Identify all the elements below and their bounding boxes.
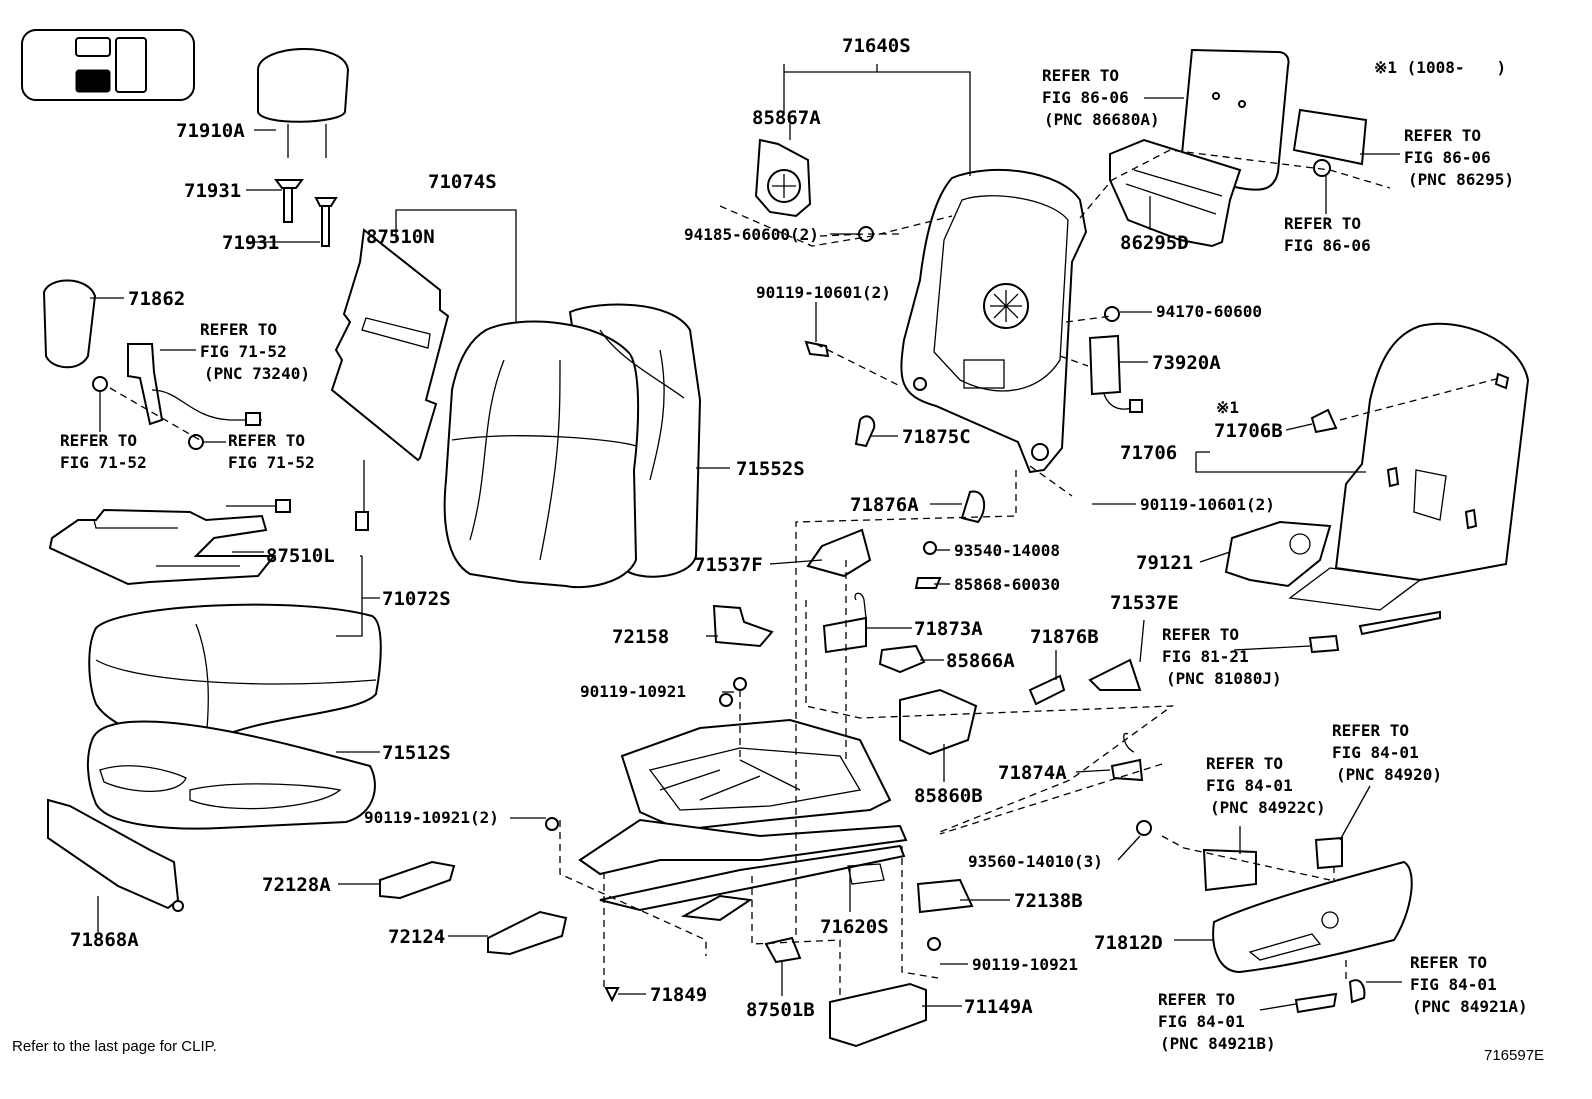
label-refer-to: REFER TO	[1410, 953, 1487, 972]
label-pnc-86295: (PNC 86295)	[1408, 170, 1514, 189]
label-94170-60600: 94170-60600	[1156, 302, 1262, 321]
label-71931-b: 71931	[222, 232, 279, 254]
label-refer-to: REFER TO	[200, 320, 277, 339]
label-90119-10921-2: 90119-10921(2)	[364, 808, 499, 827]
label-71931-a: 71931	[184, 180, 241, 202]
label-pnc-81080J: (PNC 81080J)	[1166, 669, 1282, 688]
label-71862: 71862	[128, 288, 185, 310]
label-pnc-86680A: (PNC 86680A)	[1044, 110, 1160, 129]
label-refer-to: REFER TO	[1332, 721, 1409, 740]
label-71552S: 71552S	[736, 458, 805, 480]
seatback-frame-drawing	[754, 138, 1088, 474]
label-pnc-84921A: (PNC 84921A)	[1412, 997, 1528, 1016]
label-71537F: 71537F	[694, 554, 763, 576]
label-85867A: 85867A	[752, 107, 821, 129]
label-90119-10921-b: 90119-10921	[972, 955, 1078, 974]
label-72158: 72158	[612, 626, 669, 648]
label-71706B: 71706B	[1214, 420, 1283, 442]
label-71874A: 71874A	[998, 762, 1067, 784]
label-71812D: 71812D	[1094, 932, 1163, 954]
label-fig-84-01: FIG 84-01	[1158, 1012, 1245, 1031]
label-fig-86-06: FIG 86-06	[1284, 236, 1371, 255]
label-71072S: 71072S	[382, 588, 451, 610]
label-fig-84-01: FIG 84-01	[1332, 743, 1419, 762]
label-90119-10921: 90119-10921	[580, 682, 686, 701]
label-refer-to: REFER TO	[228, 431, 305, 450]
label-72138B: 72138B	[1014, 890, 1083, 912]
label-fig-86-06: FIG 86-06	[1042, 88, 1129, 107]
label-71910A: 71910A	[176, 120, 245, 142]
label-refer-to: REFER TO	[1404, 126, 1481, 145]
label-93540-14008: 93540-14008	[954, 541, 1060, 560]
label-71620S: 71620S	[820, 916, 889, 938]
label-87510N: 87510N	[366, 226, 435, 248]
label-refer-to: REFER TO	[1206, 754, 1283, 773]
label-73920A: 73920A	[1152, 352, 1221, 374]
label-93560-14010: 93560-14010(3)	[968, 852, 1103, 871]
label-71512S: 71512S	[382, 742, 451, 764]
illustration-id: 716597E	[1484, 1047, 1544, 1064]
label-71640S: 71640S	[842, 35, 911, 57]
label-pnc-73240: (PNC 73240)	[204, 364, 310, 383]
range-note: ※1 (1008- )	[1374, 58, 1506, 77]
seat-position-indicator	[21, 29, 195, 101]
label-85866A: 85866A	[946, 650, 1015, 672]
label-fig-71-52: FIG 71-52	[60, 453, 147, 472]
seat-cushion-drawing	[47, 603, 382, 912]
label-86295D: 86295D	[1120, 232, 1189, 254]
seat-frame-drawing	[379, 490, 1413, 1048]
label-71875C: 71875C	[902, 426, 971, 448]
label-fig-81-21: FIG 81-21	[1162, 647, 1249, 666]
left-parts-drawing	[42, 279, 291, 586]
label-pnc-84921B: (PNC 84921B)	[1160, 1034, 1276, 1053]
label-71876B: 71876B	[1030, 626, 1099, 648]
label-90119-10601: 90119-10601(2)	[756, 283, 891, 302]
label-72124: 72124	[388, 926, 445, 948]
label-71873A: 71873A	[914, 618, 983, 640]
label-87501B: 87501B	[746, 999, 815, 1021]
back-panel-drawing	[1224, 322, 1530, 654]
headrest-drawing	[257, 48, 350, 247]
label-85868-60030: 85868-60030	[954, 575, 1060, 594]
label-71074S: 71074S	[428, 171, 497, 193]
label-71537E: 71537E	[1110, 592, 1179, 614]
label-mark-1: ※1	[1216, 398, 1239, 417]
label-71849: 71849	[650, 984, 707, 1006]
label-71876A: 71876A	[850, 494, 919, 516]
label-pnc-84922C: (PNC 84922C)	[1210, 798, 1326, 817]
footer-note: Refer to the last page for CLIP.	[12, 1038, 217, 1055]
label-71868A: 71868A	[70, 929, 139, 951]
label-87510L: 87510L	[266, 545, 335, 567]
back-pad-drawing	[330, 228, 450, 531]
label-71706: 71706	[1120, 442, 1177, 464]
label-72128A: 72128A	[262, 874, 331, 896]
label-90119-10601-b: 90119-10601(2)	[1140, 495, 1275, 514]
label-85860B: 85860B	[914, 785, 983, 807]
label-pnc-84920: (PNC 84920)	[1336, 765, 1442, 784]
label-fig-86-06: FIG 86-06	[1404, 148, 1491, 167]
label-79121: 79121	[1136, 552, 1193, 574]
label-fig-71-52: FIG 71-52	[200, 342, 287, 361]
label-refer-to: REFER TO	[1042, 66, 1119, 85]
label-refer-to: REFER TO	[60, 431, 137, 450]
seatback-cover-drawing	[443, 303, 702, 589]
label-refer-to: REFER TO	[1284, 214, 1361, 233]
rear-board-drawing	[1088, 48, 1368, 413]
label-94185-60600: 94185-60600(2)	[684, 225, 819, 244]
label-refer-to: REFER TO	[1162, 625, 1239, 644]
leader-lines	[90, 64, 1402, 1011]
label-71149A: 71149A	[964, 996, 1033, 1018]
assembly-dashed-lines	[109, 149, 1501, 996]
part-labels: 71910A 71931 71931 71074S 87510N 71862 R…	[12, 35, 1544, 1064]
label-fig-84-01: FIG 84-01	[1206, 776, 1293, 795]
label-fig-84-01: FIG 84-01	[1410, 975, 1497, 994]
label-refer-to: REFER TO	[1158, 990, 1235, 1009]
label-fig-71-52: FIG 71-52	[228, 453, 315, 472]
